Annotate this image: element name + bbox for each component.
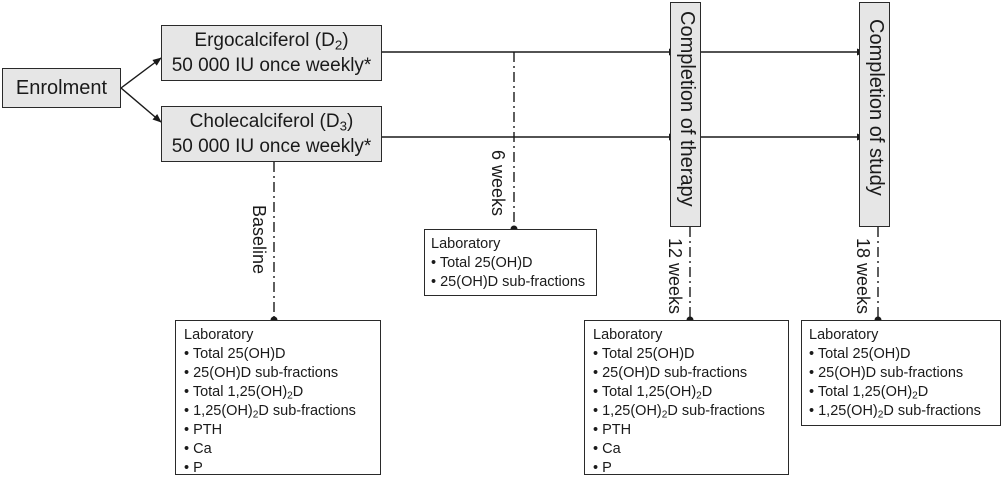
cholecalciferol-box: Cholecalciferol (D3) 50 000 IU once week… bbox=[161, 106, 382, 162]
lab-item: 1,25(OH)2D sub-fractions bbox=[593, 402, 765, 421]
lab-heading: Laboratory bbox=[431, 236, 501, 252]
lab-item: Total 1,25(OH)2D bbox=[809, 383, 981, 402]
lab-item: Total 25(OH)D bbox=[184, 345, 356, 364]
cholecalciferol-drug: Cholecalciferol (D3) bbox=[189, 111, 354, 134]
lab-box-baseline: Laboratory Total 25(OH)D 25(OH)D sub-fra… bbox=[175, 320, 381, 478]
lab-list-6-weeks: Laboratory Total 25(OH)D 25(OH)D sub-fra… bbox=[431, 235, 585, 292]
completion-of-therapy-label: Completion of therapy bbox=[676, 11, 698, 207]
lab-box-6-weeks: Laboratory Total 25(OH)D 25(OH)D sub-fra… bbox=[424, 229, 597, 296]
completion-of-study-label: Completion of study bbox=[865, 19, 887, 196]
lab-item: Ca bbox=[593, 440, 765, 459]
ergocalciferol-dose: 50 000 IU once weekly* bbox=[171, 55, 372, 76]
eighteen-weeks-label: 18 weeks bbox=[853, 238, 873, 315]
lab-heading: Laboratory bbox=[809, 327, 879, 343]
lab-item: 25(OH)D sub-fractions bbox=[593, 364, 765, 383]
cholecalciferol-dose: 50 000 IU once weekly* bbox=[171, 136, 372, 157]
completion-of-study-box: Completion of study bbox=[859, 2, 890, 227]
lab-item: 1,25(OH)2D sub-fractions bbox=[184, 402, 356, 421]
enrolment-label: Enrolment bbox=[15, 77, 108, 99]
lab-item: Total 25(OH)D bbox=[593, 345, 765, 364]
lab-list-baseline: Laboratory Total 25(OH)D 25(OH)D sub-fra… bbox=[184, 326, 356, 478]
lab-item: PTH bbox=[593, 421, 765, 440]
lab-item: P bbox=[593, 459, 765, 478]
lab-item: 1,25(OH)2D sub-fractions bbox=[809, 402, 981, 421]
six-weeks-label: 6 weeks bbox=[488, 150, 508, 217]
lab-item: 25(OH)D sub-fractions bbox=[184, 364, 356, 383]
lab-heading: Laboratory bbox=[184, 327, 254, 343]
lab-item: Total 25(OH)D bbox=[431, 254, 585, 273]
lab-item: P bbox=[184, 459, 356, 478]
ergocalciferol-drug: Ergocalciferol (D2) bbox=[194, 30, 349, 53]
lab-heading: Laboratory bbox=[593, 327, 663, 343]
arrow-enrolment-to-ergo bbox=[120, 57, 162, 89]
lab-item: Ca bbox=[184, 440, 356, 459]
enrolment-box: Enrolment bbox=[2, 68, 121, 108]
completion-of-therapy-box: Completion of therapy bbox=[670, 2, 701, 227]
lab-list-12-weeks: Laboratory Total 25(OH)D 25(OH)D sub-fra… bbox=[593, 326, 765, 478]
lab-item: Total 25(OH)D bbox=[809, 345, 981, 364]
lab-item: 25(OH)D sub-fractions bbox=[431, 273, 585, 292]
lab-item: Total 1,25(OH)2D bbox=[184, 383, 356, 402]
lab-item: Total 1,25(OH)2D bbox=[593, 383, 765, 402]
twelve-weeks-label: 12 weeks bbox=[665, 238, 685, 315]
lab-box-18-weeks: Laboratory Total 25(OH)D 25(OH)D sub-fra… bbox=[801, 320, 1001, 426]
arrow-enrolment-to-chole bbox=[120, 87, 162, 123]
baseline-label: Baseline bbox=[249, 205, 269, 275]
ergocalciferol-box: Ergocalciferol (D2) 50 000 IU once weekl… bbox=[161, 25, 382, 81]
lab-list-18-weeks: Laboratory Total 25(OH)D 25(OH)D sub-fra… bbox=[809, 326, 981, 421]
lab-item: 25(OH)D sub-fractions bbox=[809, 364, 981, 383]
lab-item: PTH bbox=[184, 421, 356, 440]
lab-box-12-weeks: Laboratory Total 25(OH)D 25(OH)D sub-fra… bbox=[584, 320, 789, 478]
